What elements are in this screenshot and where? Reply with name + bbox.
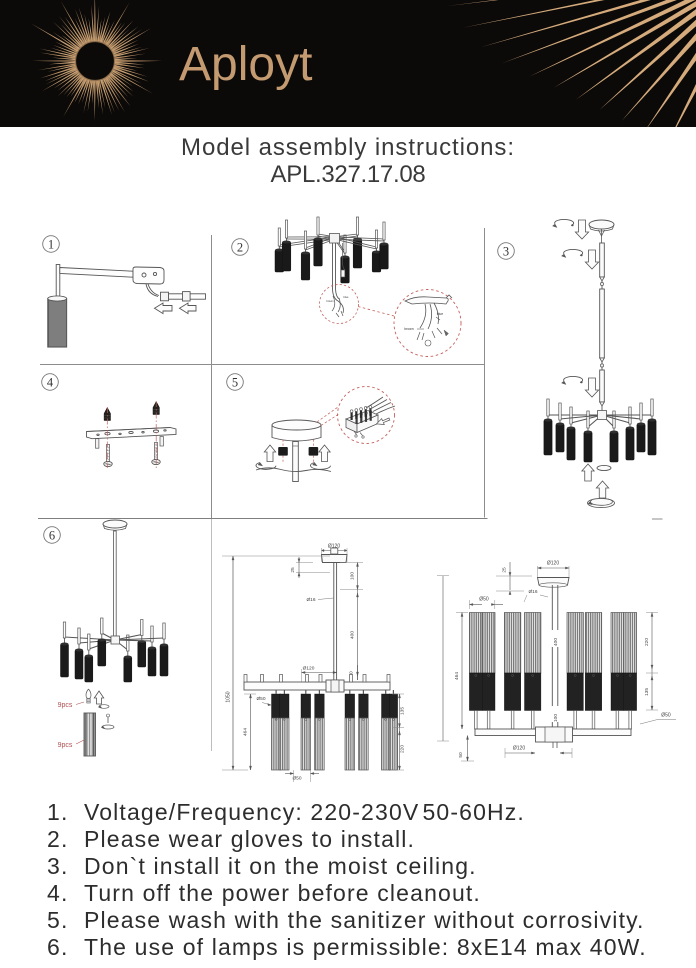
svg-text:9pcs: 9pcs [58,702,73,709]
svg-text:brown: brown [326,299,334,303]
svg-text:50: 50 [458,752,464,758]
svg-text:100: 100 [350,572,356,580]
svg-text:25: 25 [502,567,508,573]
svg-text:Ø120: Ø120 [303,666,315,672]
svg-text:464: 464 [243,728,249,736]
svg-text:400: 400 [350,631,356,639]
svg-text:4: 4 [47,375,54,389]
svg-text:5: 5 [232,375,238,389]
svg-text:464: 464 [454,672,460,680]
svg-text:220: 220 [400,745,406,753]
svg-text:Aployt: Aployt [179,38,312,91]
svg-text:brown: brown [404,327,413,331]
svg-text:Ø50: Ø50 [479,597,489,603]
svg-text:Ø120: Ø120 [513,746,525,752]
svg-text:1050: 1050 [226,691,232,702]
svg-text:Ø120: Ø120 [547,561,559,567]
svg-text:Ø120: Ø120 [328,544,340,550]
svg-text:220: 220 [644,638,650,646]
svg-text:Ø16: Ø16 [528,589,537,595]
svg-text:Ø50: Ø50 [661,713,671,719]
svg-text:400: 400 [553,638,559,646]
svg-text:3: 3 [503,244,509,258]
svg-text:Ø50: Ø50 [292,776,301,782]
svg-text:blue: blue [344,295,349,299]
svg-text:9pcs: 9pcs [58,742,73,749]
svg-text:135: 135 [644,688,650,696]
svg-text:2: 2 [237,240,243,254]
svg-text:100: 100 [553,714,559,722]
svg-text:25: 25 [290,567,296,573]
svg-text:30: 30 [349,671,355,677]
svg-text:Ø50: Ø50 [256,696,265,702]
svg-text:1: 1 [48,237,54,251]
svg-text:blue: blue [437,312,444,316]
svg-text:Ø16: Ø16 [306,597,315,603]
svg-text:135: 135 [400,707,406,715]
svg-text:6: 6 [49,528,55,542]
